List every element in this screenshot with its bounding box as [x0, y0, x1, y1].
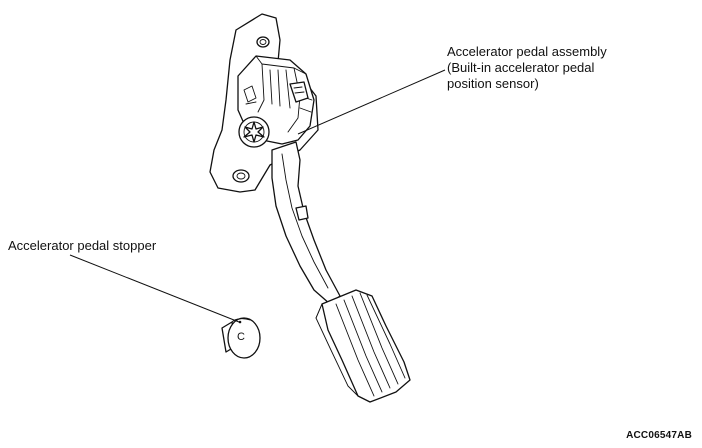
- pedal-pad: [315, 289, 411, 403]
- mounting-hole-top: [256, 36, 270, 48]
- stopper-leader-line: [69, 254, 240, 323]
- figure-code: ACC06547AB: [626, 430, 692, 441]
- assembly-label-line3: position sensor): [447, 76, 539, 91]
- stopper-marking: C: [237, 331, 245, 343]
- assembly-leader-line: [297, 69, 446, 135]
- accelerator-pedal-assembly: [209, 13, 411, 403]
- pivot-gear: [238, 116, 270, 148]
- mounting-hole-bottom: [232, 169, 250, 183]
- stopper-label: Accelerator pedal stopper: [8, 238, 157, 253]
- pedal-arm: [271, 141, 341, 305]
- accelerator-pedal-stopper: [221, 317, 261, 359]
- assembly-label-line1: Accelerator pedal assembly: [447, 44, 607, 59]
- assembly-label: Accelerator pedal assembly (Built-in acc…: [447, 44, 607, 92]
- assembly-label-line2: (Built-in accelerator pedal: [447, 60, 595, 75]
